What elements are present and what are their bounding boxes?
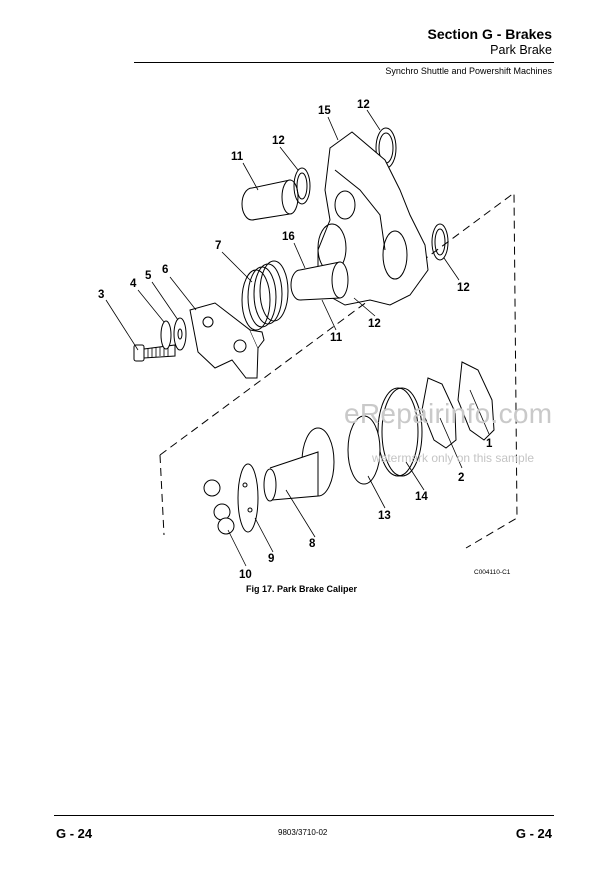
- hub-part-8: [263, 427, 335, 502]
- seal-part-12-right: [431, 223, 449, 261]
- callout-12-lower: 12: [368, 318, 381, 330]
- callout-12-right: 12: [457, 282, 470, 294]
- ring-part-14: [377, 387, 423, 477]
- spring-part-7: [241, 260, 289, 331]
- page-number-right: G - 24: [515, 826, 552, 841]
- washer-part-5: [173, 317, 187, 351]
- callout-12-upper: 12: [272, 135, 285, 147]
- leader-lines: [105, 109, 490, 567]
- ball-part-10-c: [217, 517, 235, 535]
- footer-divider: [54, 815, 554, 816]
- callout-8: 8: [309, 538, 316, 550]
- machine-applicability: Synchro Shuttle and Powershift Machines: [385, 66, 552, 76]
- callout-labels: 1 2 3 4 5 6 7 8 9 10 11 11 12 12 12 12 1…: [98, 99, 493, 581]
- ball-part-10-a: [203, 479, 221, 497]
- callout-3: 3: [98, 289, 104, 301]
- assembly-dashed-outline: [159, 192, 518, 549]
- callout-7: 7: [215, 240, 221, 252]
- document-number: 9803/3710-02: [278, 828, 328, 837]
- callout-11-upper: 11: [231, 151, 244, 163]
- brake-pad-part-1: [457, 361, 495, 441]
- watermark-text: eRepairinfo.com: [344, 398, 553, 429]
- bracket-part-6: [189, 302, 265, 379]
- callout-9: 9: [268, 553, 274, 565]
- callout-4: 4: [130, 278, 137, 290]
- washer-part-4: [160, 320, 172, 350]
- seal-part-12-upper: [293, 167, 311, 205]
- piston-part-11-upper: [241, 179, 299, 221]
- page-number-left: G - 24: [56, 826, 93, 841]
- figure-caption: Fig 17. Park Brake Caliper: [246, 584, 358, 594]
- brake-pad-part-2: [421, 377, 457, 449]
- ball-part-10-b: [213, 503, 231, 521]
- callout-5: 5: [145, 270, 152, 282]
- piston-part-11-lower: [290, 261, 349, 301]
- callout-11-lower: 11: [330, 332, 343, 344]
- callout-1: 1: [486, 438, 493, 450]
- figure-code: C004110-C1: [474, 569, 511, 576]
- callout-2: 2: [458, 472, 464, 484]
- callout-6: 6: [162, 264, 168, 276]
- watermark-subtext: watermark only on this sample: [372, 451, 535, 465]
- callout-13: 13: [378, 510, 391, 522]
- callout-10: 10: [239, 569, 252, 581]
- header-divider: [134, 62, 554, 63]
- disc-part-13: [347, 415, 381, 485]
- callout-16: 16: [282, 231, 295, 243]
- plate-part-9: [237, 463, 259, 533]
- callout-12-top: 12: [357, 99, 370, 111]
- callout-14: 14: [415, 491, 428, 503]
- section-title: Section G - Brakes: [427, 26, 553, 42]
- subsection-title: Park Brake: [490, 43, 552, 57]
- callout-15: 15: [318, 105, 331, 117]
